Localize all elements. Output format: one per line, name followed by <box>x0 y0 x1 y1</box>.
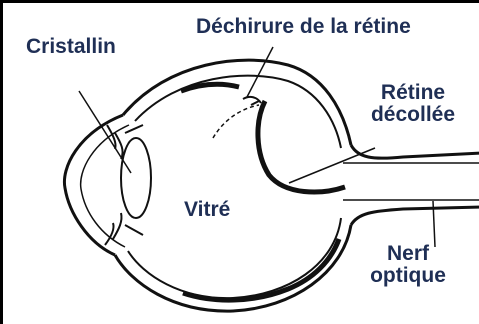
leader-line-retinal-tear <box>247 47 273 97</box>
label-optic-nerve: Nerf optique <box>353 243 463 287</box>
label-optic-nerve-line2: optique <box>353 265 463 287</box>
label-detached-retina-line2: décollée <box>353 104 473 126</box>
lens <box>121 138 151 218</box>
label-vitreous: Vitré <box>184 199 230 221</box>
label-retinal-tear: Déchirure de la rétine <box>196 16 411 38</box>
label-detached-retina-line1: Rétine <box>353 82 473 104</box>
label-lens: Cristallin <box>26 36 116 58</box>
leader-line-detached-retina <box>289 148 375 183</box>
retinal-tear-flap <box>243 97 261 105</box>
retina-thick-bottom <box>183 239 339 300</box>
optic-nerve-inner <box>343 163 479 200</box>
cornea <box>64 115 123 255</box>
eyeball-inner-wall <box>128 76 341 298</box>
optic-nerve <box>351 145 479 225</box>
label-optic-nerve-line1: Nerf <box>353 243 463 265</box>
detached-retina-dashed <box>213 105 259 138</box>
label-detached-retina: Rétine décollée <box>353 82 473 126</box>
